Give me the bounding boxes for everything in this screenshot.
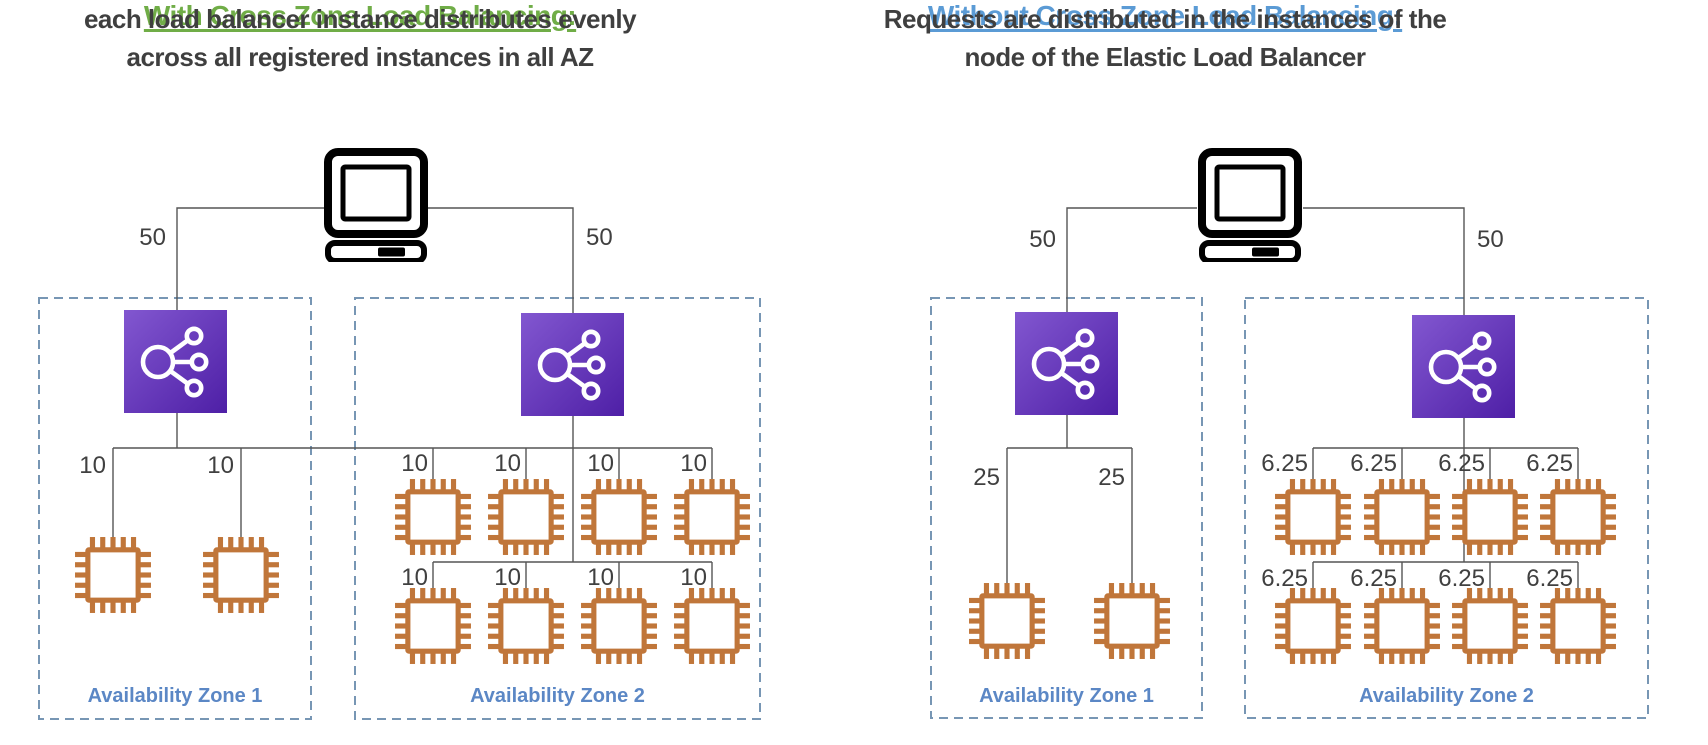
traffic-weight-label: 6.25 — [1350, 450, 1397, 477]
traffic-weight-label: 50 — [1029, 226, 1056, 253]
traffic-weight-label: 6.25 — [1261, 565, 1308, 592]
left-subtitle: each load balancer instance distributes … — [0, 0, 720, 76]
traffic-weight-label: 6.25 — [1438, 450, 1485, 477]
az-label: Availability Zone 2 — [470, 685, 645, 707]
right-connector-lines — [1006, 207, 1579, 589]
ec2-instance-chip-icon — [1363, 478, 1441, 556]
traffic-weight-label: 50 — [586, 224, 613, 251]
traffic-weight-label: 6.25 — [1526, 565, 1573, 592]
az-box-right-2 — [1244, 297, 1649, 719]
left-subtitle-line1: each load balancer instance distributes … — [83, 4, 637, 34]
ec2-instance-chip-icon — [1451, 587, 1529, 665]
traffic-weight-label: 6.25 — [1526, 450, 1573, 477]
elastic-load-balancer-icon — [1015, 312, 1118, 415]
traffic-weight-label: 25 — [973, 464, 1000, 491]
traffic-weight-label: 50 — [1477, 226, 1504, 253]
az-label: Availability Zone 2 — [1359, 685, 1534, 707]
traffic-weight-label: 10 — [494, 450, 521, 477]
az-box-left-1 — [38, 297, 312, 720]
az-label: Availability Zone 1 — [979, 685, 1154, 707]
right-subtitle-line1: Requests are distributed in the instance… — [883, 4, 1447, 34]
ec2-instance-chip-icon — [1539, 478, 1617, 556]
traffic-weight-label: 10 — [587, 450, 614, 477]
ec2-instance-chip-icon — [1093, 582, 1171, 660]
traffic-weight-label: 10 — [680, 564, 707, 591]
traffic-weight-label: 6.25 — [1350, 565, 1397, 592]
left-connector-lines — [112, 207, 713, 589]
traffic-weight-label: 50 — [139, 224, 166, 251]
traffic-weight-label: 10 — [79, 452, 106, 479]
ec2-instance-chip-icon — [968, 582, 1046, 660]
traffic-weight-label: 10 — [207, 452, 234, 479]
traffic-weight-label: 25 — [1098, 464, 1125, 491]
traffic-weight-label: 6.25 — [1438, 565, 1485, 592]
right-subtitle-line2: node of the Elastic Load Balancer — [964, 42, 1366, 72]
ec2-instance-chip-icon — [1451, 478, 1529, 556]
traffic-weight-label: 10 — [401, 450, 428, 477]
ec2-instance-chip-icon — [1274, 478, 1352, 556]
az-label: Availability Zone 1 — [87, 685, 263, 707]
client-computer-icon — [1192, 146, 1308, 262]
right-title: Without Cross Zone Load Balancing: — [815, 0, 1515, 32]
elastic-load-balancer-icon — [1412, 315, 1515, 418]
traffic-weight-label: 6.25 — [1261, 450, 1308, 477]
ec2-instance-chip-icon — [1363, 587, 1441, 665]
right-title-text: Without Cross Zone Load Balancing: — [927, 0, 1403, 31]
right-subtitle: Requests are distributed in the instance… — [815, 0, 1515, 76]
traffic-weight-label: 10 — [401, 564, 428, 591]
traffic-weight-label: 10 — [587, 564, 614, 591]
left-title-text: With Cross Zone Load Balancing: — [143, 0, 577, 31]
ec2-instance-chip-icon — [1274, 587, 1352, 665]
traffic-weight-label: 10 — [680, 450, 707, 477]
left-subtitle-line2: across all registered instances in all A… — [126, 42, 594, 72]
ec2-instance-chip-icon — [1539, 587, 1617, 665]
traffic-weight-label: 10 — [494, 564, 521, 591]
left-title: With Cross Zone Load Balancing: — [0, 0, 720, 32]
az-box-left-2 — [354, 297, 761, 720]
